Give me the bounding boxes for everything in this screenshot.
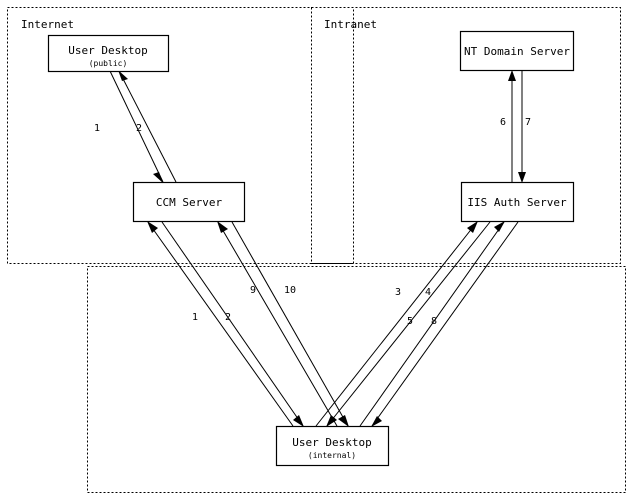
flow-line-8: [371, 221, 519, 427]
flow-line-2-internal: [161, 221, 304, 427]
step-label-4: 4: [425, 287, 431, 298]
flow-pair-internal-iis-34: [315, 221, 491, 427]
zone-internet-boundary: [7, 7, 354, 264]
step-label-6: 6: [500, 117, 506, 128]
node-sublabel-user-desktop-public: (public): [89, 59, 128, 68]
zone-internal-lan-boundary: [87, 266, 626, 493]
arrow-head-5: [494, 221, 505, 232]
node-nt-domain-server[interactable]: NT Domain Server: [459, 30, 575, 72]
zone-label-intranet: Intranet: [324, 18, 377, 31]
node-ccm-server[interactable]: CCM Server: [132, 181, 246, 223]
node-box-iis-auth-server[interactable]: [460, 181, 575, 223]
node-user-desktop-internal[interactable]: User Desktop (internal): [275, 425, 390, 467]
node-box-user-desktop-internal[interactable]: [275, 425, 390, 467]
node-box-nt-domain-server[interactable]: [459, 30, 575, 72]
step-label-8: 8: [431, 316, 437, 327]
zone-intranet-boundary: [311, 7, 621, 264]
step-labels: 1 2 1 2 3 4 5 6 7 8 9 10: [94, 117, 531, 327]
node-user-desktop-public[interactable]: User Desktop (public): [47, 34, 170, 73]
step-label-1-internal: 1: [192, 312, 198, 323]
flow-line-1-internal: [147, 221, 294, 427]
flow-line-4: [326, 221, 491, 427]
step-label-5: 5: [407, 316, 413, 327]
arrow-head-7: [518, 172, 526, 183]
step-label-9: 9: [250, 285, 256, 296]
node-box-user-desktop-public[interactable]: [47, 34, 170, 73]
arrow-head-8: [371, 416, 382, 427]
arrow-head-2-public: [118, 70, 128, 81]
node-label-user-desktop-internal: User Desktop: [292, 436, 371, 449]
node-box-ccm-server[interactable]: [132, 181, 246, 223]
node-iis-auth-server[interactable]: IIS Auth Server: [460, 181, 575, 223]
arrow-head-4: [326, 415, 337, 427]
step-label-3: 3: [395, 287, 401, 298]
step-label-1-public: 1: [94, 123, 100, 134]
arrow-head-10: [338, 415, 349, 427]
zone-group: [7, 7, 626, 493]
node-label-iis-auth-server: IIS Auth Server: [467, 196, 567, 209]
node-sublabel-user-desktop-internal: (internal): [308, 451, 356, 460]
step-label-2-internal: 2: [225, 312, 231, 323]
flow-pair-internal-ccm: [147, 221, 304, 427]
arrow-head-2-internal: [293, 415, 304, 427]
arrow-head-6: [508, 70, 516, 81]
node-label-user-desktop-public: User Desktop: [68, 44, 147, 57]
arrow-head-9: [217, 221, 228, 233]
flow-line-1-public: [109, 70, 164, 183]
step-label-2-public: 2: [136, 123, 142, 134]
flow-pair-internal-ccm-2: [217, 221, 349, 427]
step-label-7: 7: [525, 117, 531, 128]
flow-line-5: [359, 221, 505, 427]
flow-line-10: [231, 221, 349, 427]
flow-pair-public-ccm: [109, 70, 177, 183]
flow-line-3: [315, 221, 478, 427]
flow-line-2-public: [118, 70, 177, 183]
flow-line-9: [217, 221, 338, 427]
flow-pair-iis-nt: [508, 70, 526, 183]
flow-pair-internal-iis-58: [359, 221, 519, 427]
arrow-head-3: [467, 221, 478, 233]
node-label-nt-domain-server: NT Domain Server: [464, 45, 570, 58]
zone-label-internet: Internet: [21, 18, 74, 31]
step-label-10: 10: [284, 285, 296, 296]
zone-labels: Internet Intranet: [21, 18, 377, 31]
arrow-head-1-internal: [147, 221, 158, 233]
arrow-head-1-public: [153, 172, 163, 183]
node-label-ccm-server: CCM Server: [156, 196, 223, 209]
